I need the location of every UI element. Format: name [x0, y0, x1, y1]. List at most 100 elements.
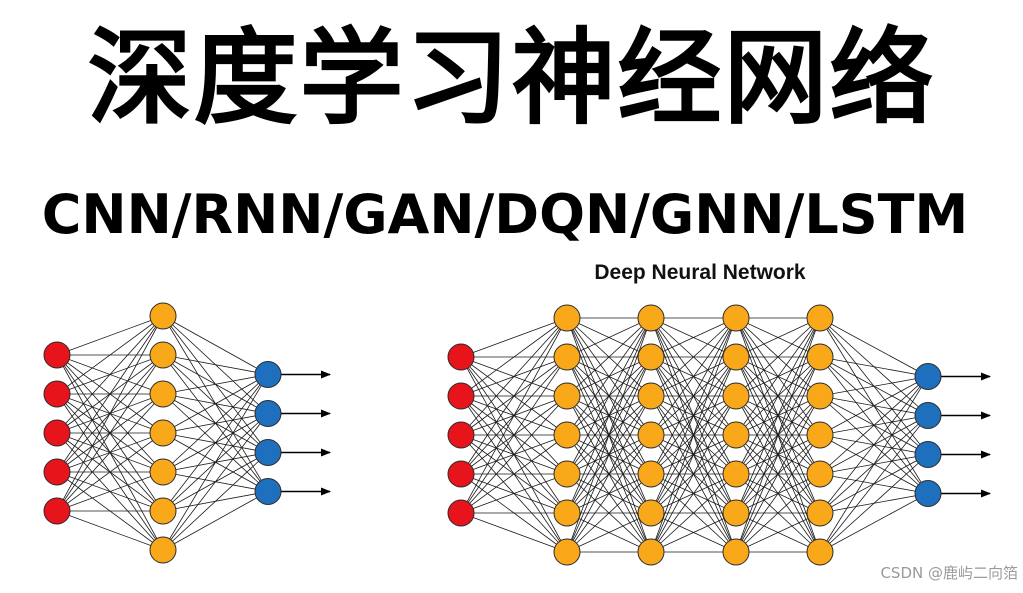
connection-edge — [56, 315, 164, 434]
connection-edge — [460, 317, 568, 514]
input-node — [43, 380, 71, 408]
connection-edge — [650, 317, 737, 397]
connection-edge — [566, 434, 652, 553]
hidden-node — [149, 536, 177, 564]
hidden-node — [553, 538, 581, 566]
connection-edge — [819, 376, 929, 397]
connection-edge — [566, 317, 652, 553]
connection-edge — [162, 354, 269, 375]
connection-edge — [650, 473, 737, 553]
input-node — [447, 421, 475, 449]
hidden-node — [149, 380, 177, 408]
connection-edge — [460, 395, 568, 514]
output-node — [254, 478, 282, 505]
connection-edge — [735, 395, 821, 553]
connection-edge — [735, 317, 821, 514]
output-node — [914, 402, 942, 429]
connection-edge — [460, 434, 568, 514]
connection-edge — [566, 473, 652, 553]
connection-edge — [819, 376, 929, 475]
input-node — [43, 341, 71, 369]
hidden-node — [806, 499, 834, 527]
connection-edge — [566, 317, 652, 475]
connection-edge — [735, 473, 821, 553]
connection-edge — [650, 317, 737, 553]
connection-edge — [650, 356, 737, 553]
connection-edge — [566, 395, 652, 553]
hidden-node — [722, 538, 750, 566]
connection-edge — [819, 376, 929, 436]
hidden-node — [553, 421, 581, 449]
connection-edge — [162, 374, 269, 395]
hidden-node — [149, 419, 177, 447]
connection-edge — [162, 452, 269, 551]
page-title: 深度学习神经网络 — [87, 17, 936, 139]
connection-edge — [819, 317, 929, 377]
connection-edge — [735, 317, 821, 553]
connection-edge — [735, 317, 821, 397]
hidden-node — [637, 343, 665, 371]
connection-edge — [56, 471, 164, 512]
connection-edge — [819, 454, 929, 553]
nodes — [447, 304, 942, 566]
connection-edge — [56, 393, 164, 512]
connection-edge — [56, 315, 164, 395]
watermark: CSDN @鹿屿二向箔 — [880, 564, 1018, 582]
hidden-node — [637, 460, 665, 488]
input-node — [447, 499, 475, 527]
input-node — [43, 419, 71, 447]
output-node — [914, 441, 942, 468]
connection-edge — [460, 473, 568, 514]
page-subtitle: CNN/RNN/GAN/DQN/GNN/LSTM — [41, 183, 969, 246]
connection-edge — [162, 491, 269, 551]
connection-edge — [162, 374, 269, 551]
connection-edge — [650, 395, 737, 553]
connection-edge — [566, 317, 652, 436]
connection-edge — [650, 317, 737, 436]
nodes — [43, 302, 282, 564]
input-node — [447, 382, 475, 410]
hidden-node — [553, 460, 581, 488]
shallow-network — [43, 302, 331, 564]
hidden-node — [806, 343, 834, 371]
connection-edge — [819, 376, 929, 553]
hidden-node — [806, 382, 834, 410]
connection-edge — [162, 374, 269, 512]
hidden-node — [722, 460, 750, 488]
input-node — [43, 497, 71, 525]
connections — [56, 315, 269, 551]
connection-edge — [566, 356, 652, 553]
hidden-node — [722, 304, 750, 332]
hidden-node — [553, 382, 581, 410]
connection-edge — [819, 493, 929, 553]
connection-edge — [460, 317, 568, 358]
hidden-node — [637, 538, 665, 566]
hidden-node — [806, 421, 834, 449]
connection-edge — [56, 315, 164, 512]
input-node — [447, 460, 475, 488]
hidden-node — [553, 304, 581, 332]
connection-edge — [56, 354, 164, 512]
deep-network — [447, 304, 991, 566]
hidden-node — [637, 382, 665, 410]
connection-edge — [819, 356, 929, 377]
connection-edge — [650, 317, 737, 514]
connection-edge — [566, 317, 652, 358]
output-node — [254, 400, 282, 427]
connection-edge — [460, 317, 568, 436]
hidden-node — [149, 458, 177, 486]
hidden-node — [806, 304, 834, 332]
hidden-node — [553, 343, 581, 371]
connection-edge — [56, 315, 164, 356]
hidden-node — [722, 382, 750, 410]
connection-edge — [819, 415, 929, 553]
connection-edge — [650, 512, 737, 553]
hidden-node — [722, 499, 750, 527]
connection-edge — [650, 434, 737, 553]
hidden-node — [553, 499, 581, 527]
connection-edge — [650, 317, 737, 358]
hidden-node — [806, 538, 834, 566]
output-node — [254, 439, 282, 466]
hidden-node — [637, 421, 665, 449]
